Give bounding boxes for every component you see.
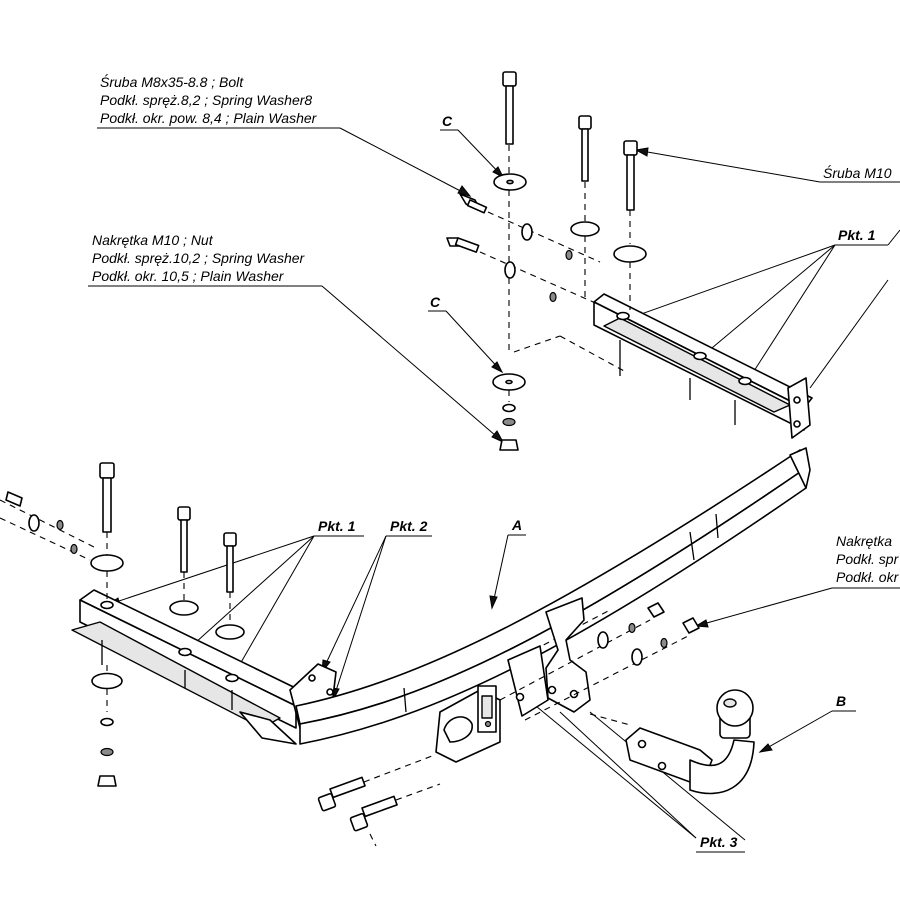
right-fastener-chain: [499, 602, 700, 726]
nut-label-line-1: Nakrętka M10 ; Nut: [92, 232, 214, 248]
callout-a: A: [489, 517, 526, 610]
nut-right-line-3: Podkł. okr: [836, 569, 900, 585]
electrical-socket-plate: [435, 685, 501, 763]
label-pkt1-left: Pkt. 1: [318, 518, 356, 534]
label-a: A: [511, 517, 522, 533]
label-c-top: C: [442, 113, 453, 129]
bolt-label-line-1: Śruba M8x35-8.8 ; Bolt: [100, 73, 244, 90]
label-c-mid: C: [430, 294, 441, 310]
callout-bolt-m8: Śruba M8x35-8.8 ; Bolt Podkł. spręż.8,2 …: [97, 73, 472, 197]
nut-right-line-1: Nakrętka: [836, 533, 892, 549]
bolt-label-line-3: Podkł. okr. pow. 8,4 ; Plain Washer: [100, 110, 318, 126]
callout-nut-right: Nakrętka Podkł. spr Podkł. okr: [694, 533, 900, 628]
label-pkt1-right: Pkt. 1: [838, 227, 876, 243]
upper-fastener-chain: [446, 193, 627, 373]
left-fastener-chain: [0, 491, 97, 561]
nut-right-line-2: Podkł. spr: [836, 551, 900, 567]
callout-c-top: C: [440, 113, 505, 179]
label-b: B: [836, 693, 846, 709]
nut-label-line-2: Podkł. spręż.10,2 ; Spring Washer: [92, 250, 306, 266]
right-mounting-bracket: [593, 293, 813, 439]
callout-c-mid: C: [428, 294, 504, 374]
tow-ball-neck: [625, 689, 755, 795]
screw-right-label: Śruba M10: [823, 164, 892, 181]
middle-washer-stack: [492, 373, 526, 451]
callout-pkt3: Pkt. 3: [524, 696, 746, 853]
nut-label-line-3: Podkł. okr. 10,5 ; Plain Washer: [92, 268, 285, 284]
callout-nut-m10: Nakrętka M10 ; Nut Podkł. spręż.10,2 ; S…: [88, 232, 505, 444]
callout-screw-m10: Śruba M10: [634, 147, 900, 183]
label-pkt2: Pkt. 2: [390, 518, 428, 534]
top-bolts-group: [493, 71, 647, 352]
hitch-mount-plate: [507, 597, 591, 717]
bolt-label-line-2: Podkł. spręż.8,2 ; Spring Washer8: [100, 92, 312, 108]
main-crossbar-beam: [295, 447, 811, 745]
callout-b: B: [758, 693, 856, 753]
label-pkt3: Pkt. 3: [700, 834, 738, 850]
left-bolts-group: [90, 462, 245, 787]
hitch-bolts: [317, 755, 441, 847]
